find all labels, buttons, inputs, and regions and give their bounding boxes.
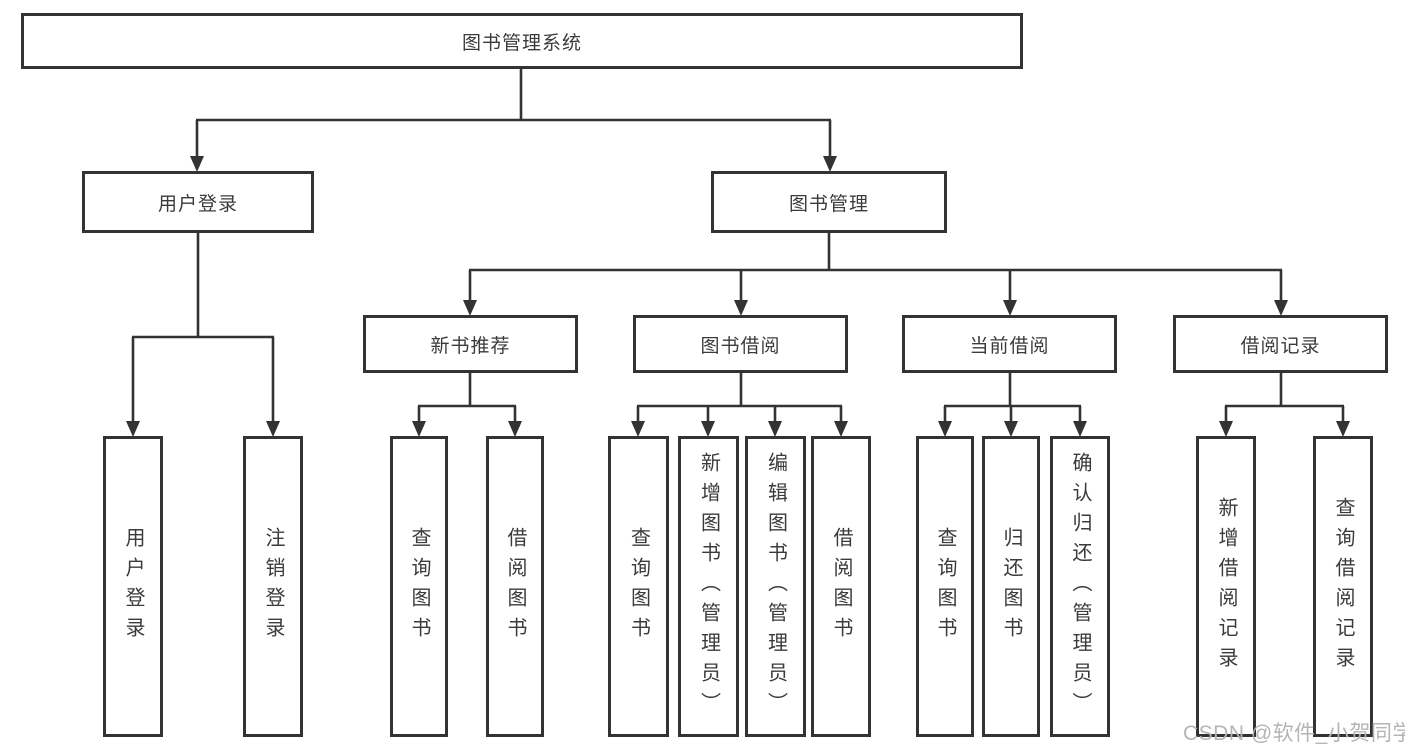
leaf-user-login-label: 用户登录 xyxy=(122,526,144,647)
leaf-add-book-admin: 新增图书（管理员） xyxy=(678,436,739,737)
leaf-query-books-recommend: 查询图书 xyxy=(390,436,448,737)
node-book-management: 图书管理 xyxy=(711,171,947,233)
leaf-add-borrow-record-label: 新增借阅记录 xyxy=(1215,496,1237,677)
node-borrow-records: 借阅记录 xyxy=(1173,315,1388,373)
leaf-edit-book-admin: 编辑图书（管理员） xyxy=(745,436,806,737)
csdn-watermark: CSDN @软件_小贺同学 xyxy=(1183,722,1405,745)
leaf-borrow-books-recommend: 借阅图书 xyxy=(486,436,544,737)
leaf-edit-book-admin-label: 编辑图书（管理员） xyxy=(764,451,787,722)
leaf-confirm-return-admin-label: 确认归还（管理员） xyxy=(1069,451,1091,722)
leaf-query-books-borrow-label: 查询图书 xyxy=(627,526,650,647)
leaf-query-books-borrow: 查询图书 xyxy=(608,436,669,737)
node-new-book-recommend: 新书推荐 xyxy=(363,315,578,373)
leaf-borrow-books: 借阅图书 xyxy=(811,436,871,737)
node-borrow-records-label: 借阅记录 xyxy=(1240,335,1321,357)
leaf-user-login: 用户登录 xyxy=(103,436,163,737)
tree-edges xyxy=(131,68,1345,423)
leaf-query-books-current-label: 查询图书 xyxy=(934,526,956,647)
node-book-management-label: 图书管理 xyxy=(788,193,869,215)
leaf-borrow-books-label: 借阅图书 xyxy=(830,526,852,647)
leaf-add-book-admin-label: 新增图书（管理员） xyxy=(697,451,720,722)
leaf-return-book: 归还图书 xyxy=(982,436,1040,737)
leaf-borrow-books-recommend-label: 借阅图书 xyxy=(504,526,526,647)
leaf-query-borrow-record: 查询借阅记录 xyxy=(1313,436,1373,737)
leaf-add-borrow-record: 新增借阅记录 xyxy=(1196,436,1256,737)
leaf-return-book-label: 归还图书 xyxy=(1000,526,1022,647)
leaf-query-borrow-record-label: 查询借阅记录 xyxy=(1332,496,1354,677)
node-book-borrow: 图书借阅 xyxy=(633,315,848,373)
leaf-confirm-return-admin: 确认归还（管理员） xyxy=(1050,436,1110,737)
node-user-login: 用户登录 xyxy=(82,171,314,233)
leaf-logout: 注销登录 xyxy=(243,436,303,737)
node-root-system: 图书管理系统 xyxy=(21,13,1023,69)
node-root-label: 图书管理系统 xyxy=(461,32,582,54)
node-book-borrow-label: 图书借阅 xyxy=(700,335,781,357)
leaf-logout-label: 注销登录 xyxy=(262,526,284,647)
node-current-borrow: 当前借阅 xyxy=(902,315,1117,373)
node-new-book-recommend-label: 新书推荐 xyxy=(430,335,511,357)
leaf-query-books-recommend-label: 查询图书 xyxy=(408,526,430,647)
node-user-login-label: 用户登录 xyxy=(157,193,238,215)
leaf-query-books-current: 查询图书 xyxy=(916,436,974,737)
node-current-borrow-label: 当前借阅 xyxy=(969,335,1050,357)
